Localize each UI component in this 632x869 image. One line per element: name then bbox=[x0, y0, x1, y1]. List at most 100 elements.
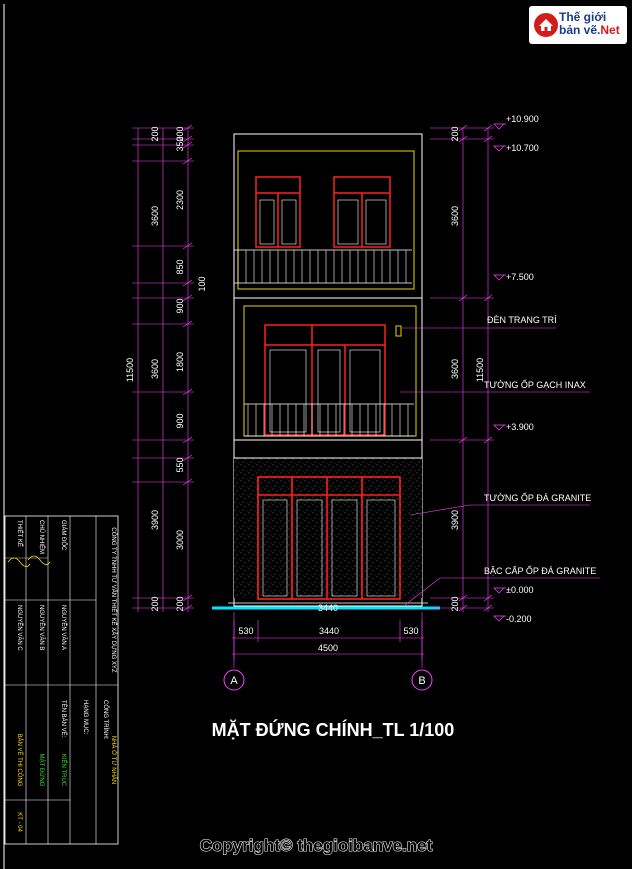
dim-left-floor: 3600 bbox=[150, 359, 160, 379]
tb-name: NGUYỄN VĂN A bbox=[60, 605, 67, 650]
dim-bottom-inner: 3440 bbox=[318, 603, 338, 613]
dim-overall-right: 11500 bbox=[475, 358, 485, 382]
level-mark-symbol bbox=[493, 424, 506, 431]
logo-line1: Thế giới bbox=[559, 10, 607, 24]
logo-text: Thế giới bản vẽ.Net bbox=[559, 11, 620, 37]
drawing-title: MẶT ĐỨNG CHÍNH_TL 1/100 bbox=[212, 719, 455, 740]
level-mark-symbol bbox=[493, 587, 506, 594]
annotation-leaders bbox=[400, 327, 600, 606]
dim-left-detail: 3000 bbox=[175, 530, 185, 550]
tb-project-name: NHÀ Ở TƯ NHÂN bbox=[110, 736, 117, 785]
dim-tick bbox=[182, 279, 193, 287]
dim-bottom-part: 530 bbox=[238, 626, 253, 636]
axis-label-a: A bbox=[230, 675, 238, 687]
dim-right-floor: 200 bbox=[450, 596, 460, 611]
house-icon bbox=[534, 13, 558, 37]
tb-category-name: KIẾN TRÚC bbox=[60, 754, 67, 787]
dim-tick bbox=[458, 135, 468, 143]
dim-tick bbox=[182, 141, 193, 149]
dim-tick bbox=[182, 478, 193, 486]
dim-tick bbox=[182, 157, 193, 165]
tb-sheet: KT - 04 bbox=[16, 812, 22, 832]
tb-role: CHỦ NHIỆM bbox=[38, 520, 46, 554]
second-floor-railing bbox=[244, 403, 414, 437]
site-logo[interactable]: Thế giới bản vẽ.Net bbox=[529, 6, 627, 44]
dim-left-detail: 850 bbox=[175, 259, 185, 274]
dim-left-floor: 200 bbox=[150, 596, 160, 611]
dim-right-floor: 3600 bbox=[450, 359, 460, 379]
dim-tick bbox=[182, 454, 193, 462]
decorative-light bbox=[395, 325, 402, 337]
dim-tick bbox=[483, 124, 493, 132]
tb-drawing-name: MẶT ĐỨNG bbox=[38, 754, 45, 787]
tb-name: NGUYỄN VĂN C bbox=[16, 605, 23, 651]
dim-left-floor: 3900 bbox=[150, 510, 160, 530]
left-dimension-lines bbox=[137, 128, 189, 612]
dim-tick bbox=[483, 594, 493, 602]
dim-tick bbox=[483, 604, 493, 612]
tb-role: THIẾT KẾ bbox=[16, 520, 23, 547]
bottom-dimension-lines bbox=[232, 612, 424, 668]
third-floor-railing bbox=[234, 249, 412, 284]
grid-axis-a: A bbox=[223, 669, 245, 691]
dim-left-floor: 200 bbox=[150, 126, 160, 141]
level-mark-text: -0.200 bbox=[506, 614, 532, 624]
dim-tick bbox=[182, 124, 193, 132]
dim-bottom-total: 4500 bbox=[318, 643, 338, 653]
dim-tick bbox=[182, 135, 193, 143]
right-dimension-lines bbox=[462, 128, 489, 612]
dim-bottom-part: 3440 bbox=[319, 626, 339, 636]
dim-tick bbox=[182, 604, 193, 612]
dim-left-detail: 350 bbox=[175, 136, 185, 151]
axis-label-b: B bbox=[418, 675, 425, 687]
copyright-watermark: Copyright© thegioibanve.net bbox=[200, 836, 433, 855]
building-outline bbox=[233, 133, 423, 607]
level-mark-text: +10.700 bbox=[506, 143, 539, 153]
dim-tick bbox=[182, 320, 193, 328]
granite-cladding bbox=[234, 458, 422, 598]
dim-left-detail: 100 bbox=[197, 276, 207, 291]
level-mark-text: +7.500 bbox=[506, 272, 534, 282]
level-mark-symbol bbox=[493, 274, 506, 281]
third-floor-windows bbox=[255, 176, 391, 248]
logo-line2: bản vẽ. bbox=[559, 23, 601, 37]
dim-right-floor: 200 bbox=[450, 126, 460, 141]
tb-role: GIÁM ĐỐC bbox=[60, 520, 67, 551]
dim-left-detail: 1800 bbox=[175, 352, 185, 372]
dim-left-detail: 550 bbox=[175, 457, 185, 472]
annotation-decorative-light: ĐÈN TRANG TRÍ bbox=[487, 315, 557, 325]
logo-net: Net bbox=[600, 23, 620, 37]
annotation-inax-tile: TƯỜNG ỐP GẠCH INAX bbox=[484, 379, 586, 390]
dim-left-detail: 2300 bbox=[175, 190, 185, 210]
dim-left-detail: 900 bbox=[175, 413, 185, 428]
dim-tick bbox=[182, 294, 193, 302]
tb-category-label: HẠNG MỤC: bbox=[82, 700, 88, 735]
dim-bottom-part: 530 bbox=[403, 626, 418, 636]
tb-company: CÔNG TY TNHH TƯ VẤN THIẾT KẾ XÂY DỰNG XY… bbox=[110, 527, 117, 673]
dim-tick bbox=[458, 124, 468, 132]
level-mark-text: ±0.000 bbox=[506, 585, 533, 595]
dim-tick bbox=[483, 436, 493, 444]
dim-right-floor: 3600 bbox=[450, 206, 460, 226]
level-mark-text: +3.900 bbox=[506, 422, 534, 432]
dim-tick bbox=[458, 436, 468, 444]
dim-tick bbox=[483, 294, 493, 302]
dim-tick bbox=[182, 436, 193, 444]
title-block bbox=[4, 515, 119, 845]
tb-drawing-label: TÊN BẢN VẼ: bbox=[60, 700, 68, 738]
tb-name: NGUYỄN VĂN B bbox=[38, 605, 45, 650]
dim-overall-left: 11500 bbox=[125, 358, 135, 382]
dim-left-floor: 3600 bbox=[150, 206, 160, 226]
dim-tick bbox=[458, 294, 468, 302]
level-mark-symbol bbox=[493, 145, 506, 152]
grid-axis-b: B bbox=[411, 669, 433, 691]
level-mark-text: +10.900 bbox=[506, 114, 539, 124]
second-floor-windows bbox=[264, 324, 386, 436]
annotation-granite-wall: TƯỜNG ỐP ĐÁ GRANITE bbox=[484, 492, 591, 503]
level-mark-symbol bbox=[493, 615, 506, 622]
dim-left-detail: 200 bbox=[175, 126, 185, 141]
level-mark-symbol bbox=[493, 123, 506, 130]
dim-tick bbox=[182, 594, 193, 602]
